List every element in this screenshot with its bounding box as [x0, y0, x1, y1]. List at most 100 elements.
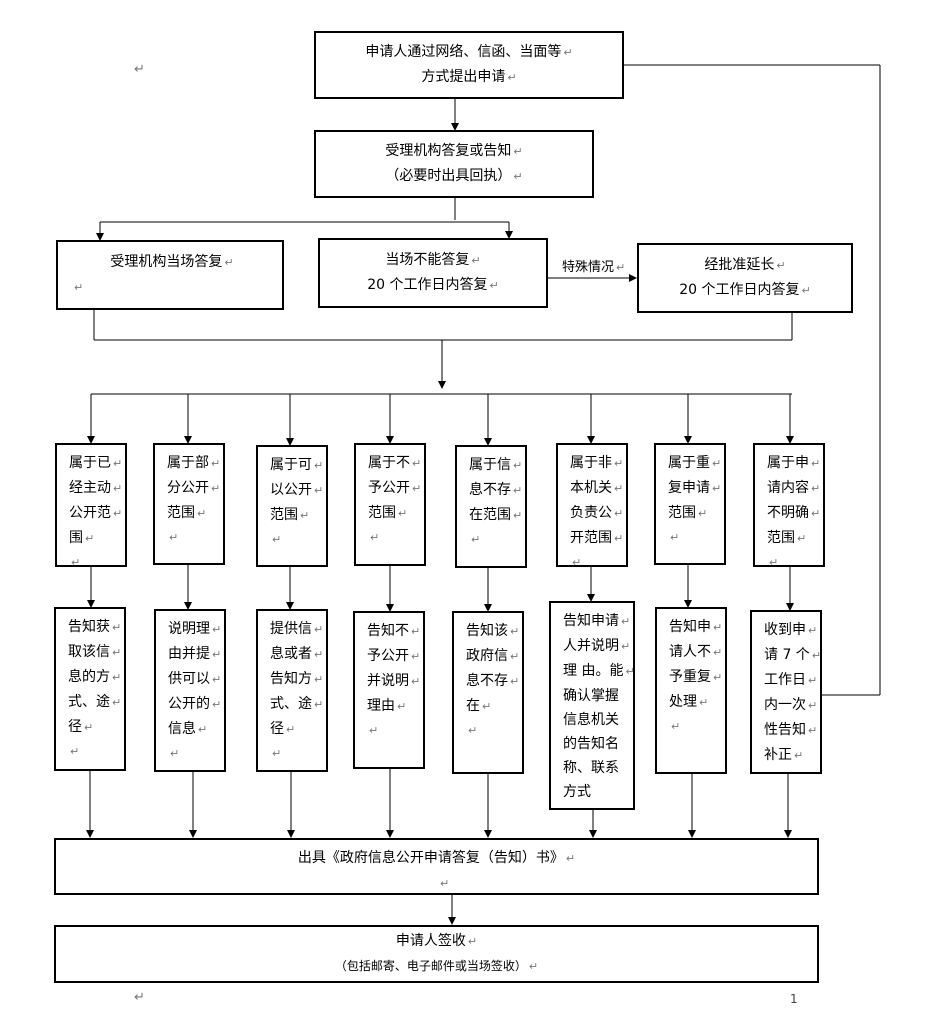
action-end-mark: ↵ — [369, 724, 379, 737]
category-end-mark: ↵ — [670, 531, 680, 544]
category-line: 予公开↵ — [368, 480, 422, 496]
action-end-mark: ↵ — [766, 768, 816, 772]
category-box-6: 属于非↵ 本机关↵ 负责公↵ 开范围↵ ↵ — [556, 443, 628, 567]
category-line: 范围↵ — [767, 530, 807, 546]
action-line: 信息↵ — [168, 721, 208, 737]
issue-box: 出具《政府信息公开申请答复（告知）书》↵ ↵ — [54, 838, 819, 895]
action-line: 请人不↵ — [669, 644, 723, 660]
action-line: 理 由。能↵ — [563, 663, 635, 679]
category-line: 范围↵ — [368, 505, 408, 521]
sign-line1: 申请人签收 — [395, 933, 466, 949]
special-label: 特殊情况↵ — [562, 260, 626, 275]
category-line: 范围↵ — [270, 507, 310, 523]
action-line: 处理↵ — [669, 694, 709, 710]
category-end-mark: ↵ — [370, 531, 380, 544]
category-line: 属于已↵ — [69, 455, 123, 471]
request-line1: 申请人通过网络、信函、当面等 — [365, 44, 562, 60]
action-line: 式、途↵ — [270, 696, 324, 712]
action-line: 人并说明↵ — [563, 638, 631, 654]
accept-line1: 受理机构答复或告知 — [385, 143, 512, 159]
sign-line2: （包括邮寄、电子邮件或当场签收） — [334, 959, 527, 973]
action-line: 息不存↵ — [466, 673, 520, 689]
action-end-mark: ↵ — [272, 747, 282, 760]
category-line: 分公开↵ — [167, 480, 221, 496]
action-line: 予公开↵ — [367, 648, 421, 664]
category-line: 属于非↵ — [570, 455, 624, 471]
category-line: 属于可↵ — [270, 457, 324, 473]
category-box-4: 属于不↵ 予公开↵ 范围↵ ↵ — [354, 443, 426, 566]
page-number: 1 — [790, 992, 798, 1006]
branch-left-text: 受理机构当场答复 — [110, 254, 223, 270]
action-line: 告知申请↵ — [563, 613, 631, 629]
action-line: 信息机关 — [563, 712, 619, 728]
branch-mid-box: 当场不能答复↵ 20 个工作日内答复↵ — [318, 238, 548, 308]
category-end-mark: ↵ — [769, 556, 779, 567]
category-line: 本机关↵ — [570, 480, 624, 496]
action-line: 提供信↵ — [270, 621, 324, 637]
category-box-7: 属于重↵复申请↵范围↵↵ — [654, 443, 726, 565]
category-line: 息不存↵ — [469, 482, 523, 498]
action-box-4: 告知不↵予公开↵并说明↵理由↵↵ — [353, 611, 425, 769]
action-line: 方式 — [563, 784, 591, 800]
action-line: 的告知名 — [563, 736, 619, 752]
category-line: 复申请↵ — [668, 480, 722, 496]
category-box-5: 属于信↵息不存↵在范围↵↵ — [455, 445, 527, 568]
category-line: 属于申↵ — [767, 455, 821, 471]
category-line: 属于重↵ — [668, 455, 722, 471]
action-line: 取该信↵ — [68, 644, 122, 660]
request-box: 申请人通过网络、信函、当面等↵ 方式提出申请↵ — [314, 31, 624, 99]
issue-text: 出具《政府信息公开申请答复（告知）书》 — [297, 850, 564, 866]
action-line: 内一次↵ — [764, 697, 818, 713]
category-end-mark: ↵ — [572, 556, 582, 567]
category-box-2: 属于部↵分公开↵范围↵↵ — [153, 443, 225, 565]
sign-box: 申请人签收↵ （包括邮寄、电子邮件或当场签收）↵ — [54, 925, 819, 983]
action-line: 由并提↵ — [168, 646, 222, 662]
action-line: 在↵ — [466, 698, 492, 714]
category-line: 属于信↵ — [469, 457, 523, 473]
action-line: 告知获↵ — [68, 619, 122, 635]
action-line: 予重复↵ — [669, 669, 723, 685]
action-box-8: 收到申↵请 7 个↵工作日↵内一次↵性告知↵补正↵↵ — [750, 610, 822, 774]
category-line: 经主动↵ — [69, 480, 123, 496]
action-line: 息的方↵ — [68, 669, 122, 685]
category-line: 公开范↵ — [69, 505, 123, 521]
action-line: 公开的↵ — [168, 696, 222, 712]
action-end-mark: ↵ — [70, 745, 80, 758]
action-line: 称、联系 — [563, 760, 619, 776]
category-box-8: 属于申↵请内容↵不明确↵范围↵↵ — [753, 443, 825, 567]
action-line: 理由↵ — [367, 698, 407, 714]
branch-left-box: 受理机构当场答复↵ ↵ — [56, 240, 284, 310]
category-line: 开范围↵ — [570, 530, 624, 546]
category-line: 负责公↵ — [570, 505, 624, 521]
action-line: 请 7 个↵ — [764, 647, 822, 663]
category-end-mark: ↵ — [471, 533, 481, 546]
branch-right-line2: 20 个工作日内答复 — [679, 282, 800, 298]
action-line: 式、途↵ — [68, 694, 122, 710]
category-line: 以公开↵ — [270, 482, 324, 498]
action-line: 径↵ — [270, 721, 296, 737]
action-line: 说明理↵ — [168, 621, 222, 637]
category-line: 范围↵ — [167, 505, 207, 521]
action-line: 告知不↵ — [367, 623, 421, 639]
action-end-mark: ↵ — [468, 724, 478, 737]
action-line: 性告知↵ — [764, 722, 818, 738]
category-line: 属于不↵ — [368, 455, 422, 471]
action-line: 补正↵ — [764, 747, 804, 763]
branch-right-line1: 经批准延长 — [704, 257, 775, 273]
accept-line2: （必要时出具回执） — [385, 168, 512, 184]
action-line: 告知申↵ — [669, 619, 723, 635]
action-line: 供可以↵ — [168, 671, 222, 687]
accept-box: 受理机构答复或告知↵ （必要时出具回执）↵ — [314, 130, 594, 198]
action-line: 告知方↵ — [270, 671, 324, 687]
action-box-7: 告知申↵ 请人不↵ 予重复↵ 处理↵ ↵ — [655, 607, 727, 774]
action-end-mark: ↵ — [565, 804, 629, 808]
category-end-mark: ↵ — [169, 531, 179, 544]
action-line: 告知该↵ — [466, 623, 520, 639]
action-end-mark: ↵ — [170, 747, 180, 760]
category-line: 围↵ — [69, 530, 95, 546]
category-line: 请内容↵ — [767, 480, 821, 496]
action-box-3: 提供信↵息或者↵告知方↵式、途↵径↵↵ — [256, 609, 328, 772]
category-box-1: 属于已↵经主动↵公开范↵围↵↵ — [55, 443, 127, 567]
action-end-mark: ↵ — [671, 720, 681, 733]
